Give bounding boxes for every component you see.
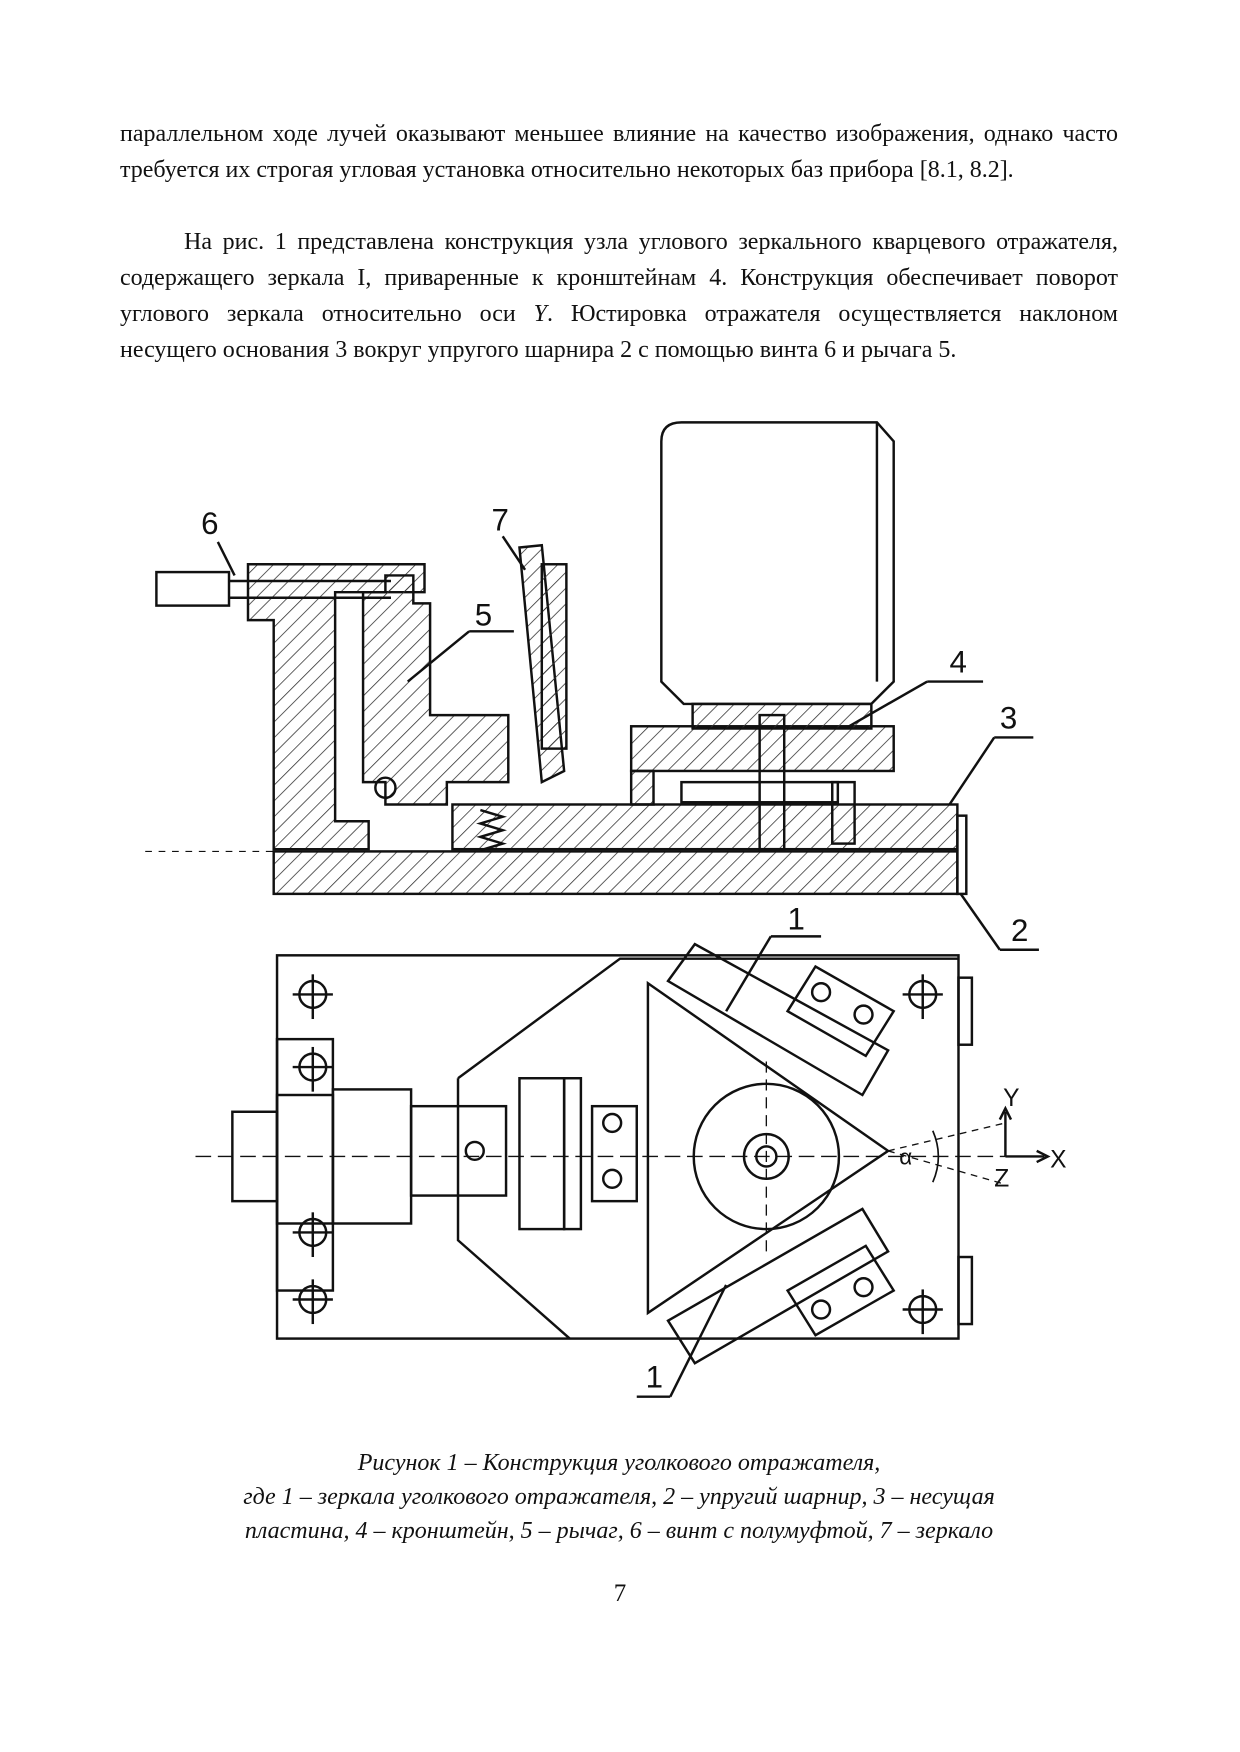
label-axis-x: X bbox=[1050, 1147, 1066, 1174]
lever-5 bbox=[361, 574, 510, 806]
carrier-outline bbox=[456, 957, 959, 1340]
screw-6 bbox=[155, 570, 231, 607]
paragraph-2-text-end: . Юстировка отражателя осуществляется на… bbox=[120, 301, 1118, 363]
label-6: 6 bbox=[201, 506, 218, 541]
paragraph-2: На рис. 1 представлена конструкция узла … bbox=[120, 224, 1118, 368]
label-angle: α bbox=[899, 1144, 912, 1169]
label-axis-y: Y bbox=[1003, 1085, 1019, 1112]
carrier-plate-3 bbox=[451, 803, 959, 851]
label-7: 7 bbox=[492, 503, 509, 538]
caption-line: пластина, 4 – кронштейн, 5 – рычаг, 6 – … bbox=[244, 1518, 994, 1544]
caption-line: Рисунок 1 – Конструкция уголкового отраж… bbox=[357, 1450, 881, 1476]
base-plate bbox=[272, 850, 959, 896]
corner-reflector-triangle bbox=[646, 980, 891, 1316]
side-view bbox=[145, 421, 968, 896]
caption-line: где 1 – зеркала уголкового отражателя, 2… bbox=[243, 1484, 995, 1510]
column bbox=[246, 563, 426, 851]
axis-name: Y bbox=[533, 301, 547, 327]
mounting-holes bbox=[292, 974, 943, 1335]
housing bbox=[660, 421, 895, 706]
label-2: 2 bbox=[1011, 913, 1028, 948]
paragraph-1: параллельном ходе лучей оказывают меньше… bbox=[120, 121, 1118, 183]
label-3: 3 bbox=[1000, 701, 1017, 736]
label-1-top: 1 bbox=[788, 902, 805, 937]
paragraph-2-text: На рис. 1 представлена конструкция узла … bbox=[120, 229, 1118, 327]
label-4: 4 bbox=[950, 645, 967, 680]
figure-caption: Рисунок 1 – Конструкция уголкового отраж… bbox=[120, 1446, 1118, 1548]
label-5: 5 bbox=[475, 598, 492, 633]
label-1-bottom: 1 bbox=[646, 1360, 663, 1395]
bracket-4 bbox=[629, 725, 895, 773]
label-axis-z: Z bbox=[994, 1166, 1009, 1193]
page-number: 7 bbox=[613, 1580, 627, 1607]
top-view bbox=[195, 942, 1051, 1365]
